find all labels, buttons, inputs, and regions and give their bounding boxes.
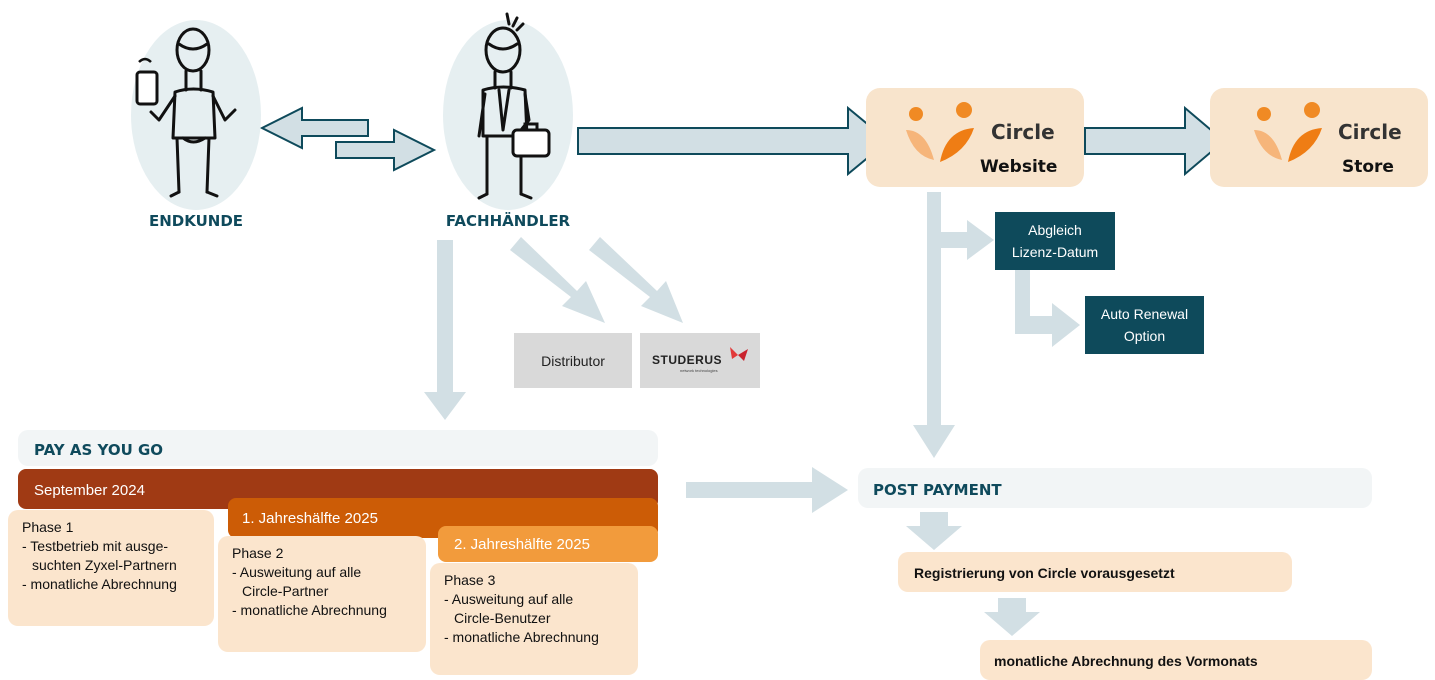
- studerus-logo-text: STUDERUS: [652, 353, 723, 367]
- post-payment-step-registration: Registrierung von Circle vorausgesetzt: [898, 552, 1292, 592]
- abgleich-line1: Abgleich: [1028, 222, 1082, 238]
- phase-1-line: - monatliche Abrechnung: [22, 576, 177, 592]
- arrow-to-abgleich: [941, 220, 994, 260]
- circle-store-card: [1210, 88, 1428, 187]
- circle-website-sub: Website: [980, 157, 1058, 177]
- circle-store-logo-icon: [1254, 102, 1322, 162]
- phase-1-line: - Testbetrieb mit ausge-: [22, 538, 169, 554]
- auto-renewal-line1: Auto Renewal: [1100, 306, 1189, 322]
- phase-3-card: Phase 3 - Ausweitung auf alle Circle-Ben…: [430, 563, 638, 675]
- post-payment-step-billing-label: monatliche Abrechnung des Vormonats: [994, 653, 1258, 669]
- circle-website-logo-icon: [906, 102, 974, 162]
- post-payment-step-registration-label: Registrierung von Circle vorausgesetzt: [914, 565, 1175, 581]
- arrow-to-store: [1084, 105, 1226, 177]
- phase-2-line: Circle-Partner: [242, 583, 329, 599]
- timeline-h1-2025-label: 1. Jahreshälfte 2025: [242, 510, 378, 527]
- timeline-h2-2025: 2. Jahreshälfte 2025: [438, 526, 658, 562]
- arrow-to-fachhaendler: [335, 128, 437, 172]
- studerus-box: STUDERUS network technologies: [640, 333, 760, 388]
- studerus-tagline: network technologies: [680, 368, 718, 373]
- fachhaendler-figure-icon: [477, 12, 551, 200]
- endkunde-label: ENDKUNDE: [148, 212, 244, 230]
- phase-2-line: - monatliche Abrechnung: [232, 602, 387, 618]
- timeline-september-2024-label: September 2024: [34, 482, 145, 499]
- circle-website-brand: Circle: [991, 120, 1055, 144]
- arrow-payg-to-postpayment: [686, 467, 848, 513]
- phase-2-line: - Ausweitung auf alle: [232, 564, 362, 580]
- timeline-h2-2025-label: 2. Jahreshälfte 2025: [454, 536, 590, 553]
- distributor-label: Distributor: [541, 352, 605, 369]
- circle-store-brand: Circle: [1338, 120, 1402, 144]
- endkunde-figure-icon: [135, 27, 237, 198]
- arrow-to-renewal: [1015, 270, 1080, 347]
- phase-2-card: Phase 2 - Ausweitung auf alle Circle-Par…: [218, 536, 426, 652]
- arrow-to-website: [577, 105, 890, 177]
- abgleich-box: Abgleich Lizenz-Datum: [995, 212, 1115, 270]
- circle-store-sub: Store: [1342, 157, 1394, 177]
- post-payment-step-billing: monatliche Abrechnung des Vormonats: [980, 640, 1372, 680]
- abgleich-line2: Lizenz-Datum: [1011, 244, 1099, 260]
- auto-renewal-box: Auto Renewal Option: [1085, 296, 1204, 354]
- phase-3-line: Phase 3: [444, 572, 496, 588]
- distributor-box: Distributor: [514, 333, 632, 388]
- fachhaendler-label: FACHHÄNDLER: [445, 212, 571, 230]
- arrow-down-postpayment: [913, 192, 955, 458]
- arrow-step1-step2: [984, 598, 1040, 636]
- arrow-to-endkunde: [259, 106, 369, 150]
- auto-renewal-line2: Option: [1123, 328, 1166, 344]
- arrow-to-distributor: [510, 237, 605, 323]
- arrow-post-step1: [906, 512, 962, 550]
- post-payment-title: POST PAYMENT: [873, 481, 1002, 499]
- phase-2-line: Phase 2: [232, 545, 284, 561]
- phase-1-line: Phase 1: [22, 519, 74, 535]
- arrow-down-payg: [424, 240, 466, 420]
- phase-3-line: - Ausweitung auf alle: [444, 591, 574, 607]
- phase-1-line: suchten Zyxel-Partnern: [32, 557, 177, 573]
- phase-1-card: Phase 1 - Testbetrieb mit ausge- suchten…: [8, 510, 214, 626]
- phase-3-line: - monatliche Abrechnung: [444, 629, 599, 645]
- phase-3-line: Circle-Benutzer: [454, 610, 551, 626]
- arrow-to-studerus: [589, 237, 683, 323]
- pay-as-you-go-header: PAY AS YOU GO: [18, 430, 658, 466]
- studerus-butterfly-icon: [730, 347, 748, 361]
- post-payment-header: POST PAYMENT: [858, 468, 1372, 508]
- pay-as-you-go-title: PAY AS YOU GO: [34, 441, 164, 459]
- circle-website-card: [866, 88, 1084, 187]
- fachhaendler-bubble: [443, 20, 573, 210]
